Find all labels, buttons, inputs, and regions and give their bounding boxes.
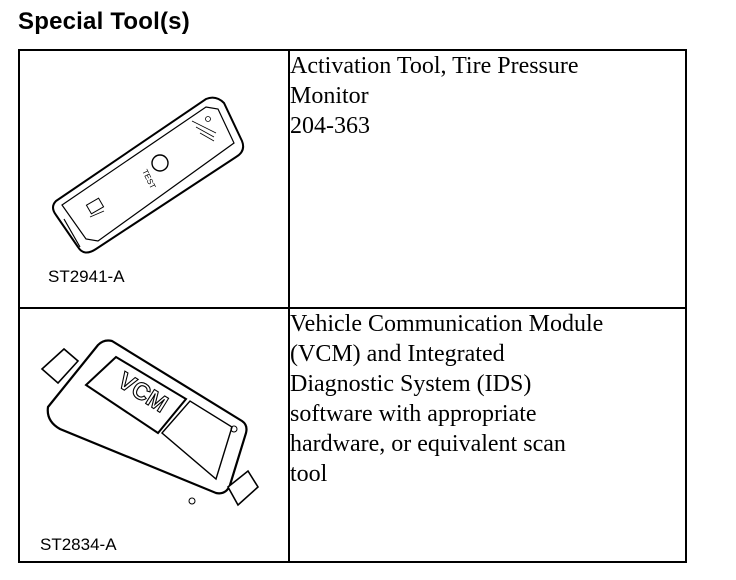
table-row: TEST ST2941-A Activation Tool, Tire Pres… — [18, 49, 687, 309]
image-code: ST2834-A — [40, 535, 117, 554]
tpms-activation-tool-illustration: TEST — [52, 96, 245, 254]
description-line: 204-363 — [290, 113, 370, 139]
description-line: tool — [290, 461, 328, 487]
description-line: Diagnostic System (IDS) — [290, 371, 532, 397]
description-line: hardware, or equivalent scan — [290, 431, 566, 457]
vcm-module-illustration: VCM — [40, 339, 260, 507]
description-line: Monitor — [290, 83, 369, 109]
description-line: Vehicle Communication Module — [290, 311, 604, 337]
special-tools-table: TEST ST2941-A Activation Tool, Tire Pres… — [18, 49, 687, 563]
image-code: ST2941-A — [48, 267, 125, 286]
table-row: VCM ST2834-A Vehicle Communication Modul… — [18, 307, 687, 563]
description-line: software with appropriate — [290, 401, 537, 427]
tool-description: Activation Tool, Tire Pressure Monitor 2… — [288, 49, 687, 309]
description-line: (VCM) and Integrated — [290, 341, 505, 367]
tool-description: Vehicle Communication Module (VCM) and I… — [288, 307, 687, 563]
tool-illustration-cell: TEST ST2941-A — [18, 49, 290, 309]
tool-illustration-cell: VCM ST2834-A — [18, 307, 290, 563]
section-heading: Special Tool(s) — [18, 8, 190, 35]
description-line: Activation Tool, Tire Pressure — [290, 53, 579, 79]
